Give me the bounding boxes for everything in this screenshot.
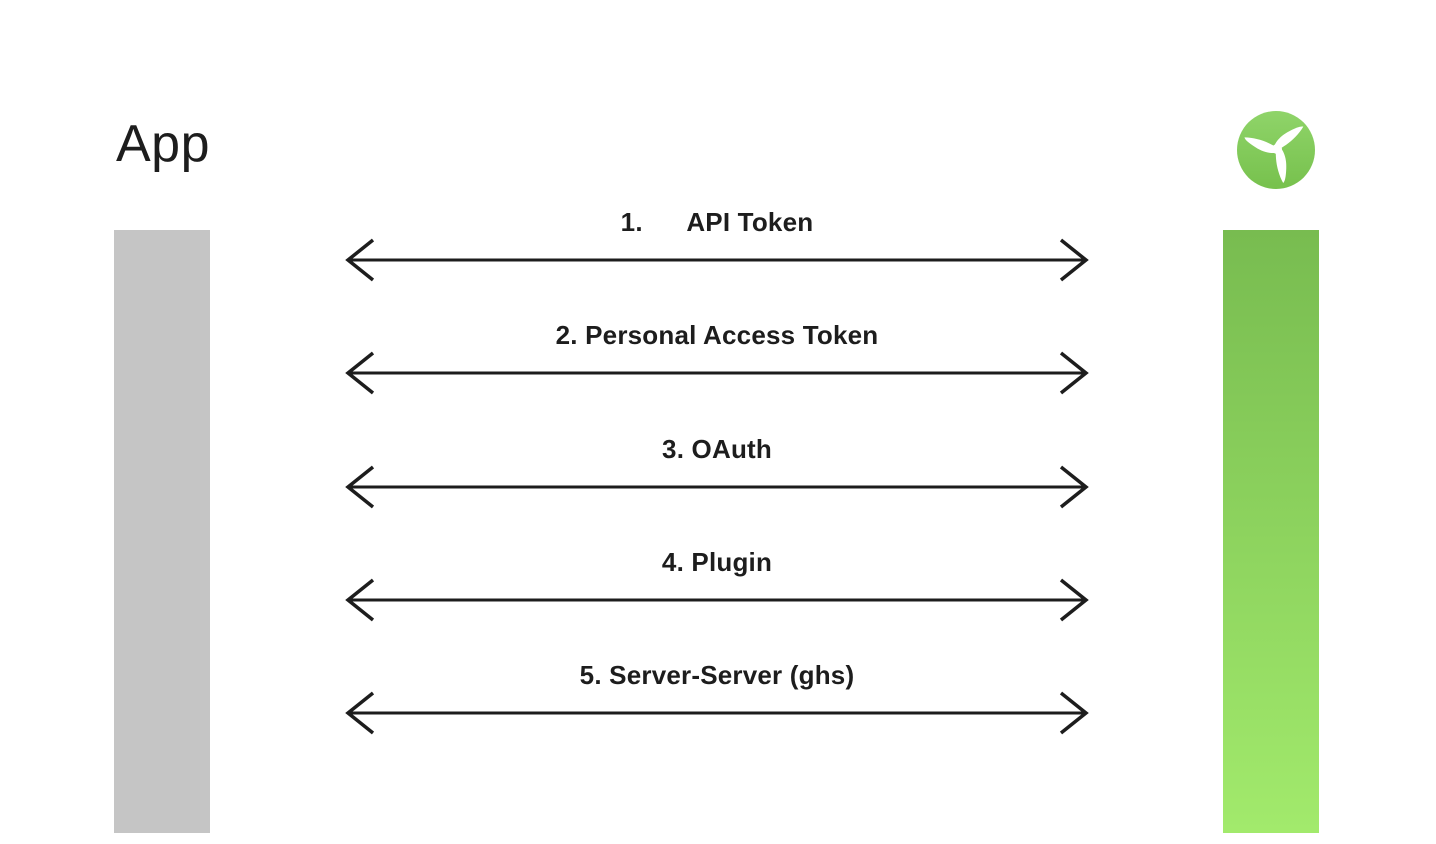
propeller-logo [1237,111,1315,189]
propeller-icon [1237,111,1315,189]
flow-row-oauth: 3. OAuth [343,434,1091,510]
flow-row-api-token: 1. API Token [343,207,1091,283]
flow-row-plugin: 4. Plugin [343,547,1091,623]
arrow-label: 1. API Token [620,207,814,237]
double-arrow-icon [345,691,1089,735]
flow-row-server-server: 5. Server-Server (ghs) [343,660,1091,736]
double-arrow-icon [345,578,1089,622]
arrow-label: 4. Plugin [661,547,773,577]
service-lifeline-bar [1223,230,1319,833]
app-lifeline-bar [114,230,210,833]
arrow-label: 3. OAuth [662,434,772,464]
flow-row-personal-access-token: 2. Personal Access Token [343,320,1091,396]
double-arrow-icon [345,351,1089,395]
arrow-label: 2. Personal Access Token [555,320,879,350]
arrow-label: 5. Server-Server (ghs) [579,660,855,690]
double-arrow-icon [345,465,1089,509]
double-arrow-icon [345,238,1089,282]
page-title: App [116,115,211,173]
